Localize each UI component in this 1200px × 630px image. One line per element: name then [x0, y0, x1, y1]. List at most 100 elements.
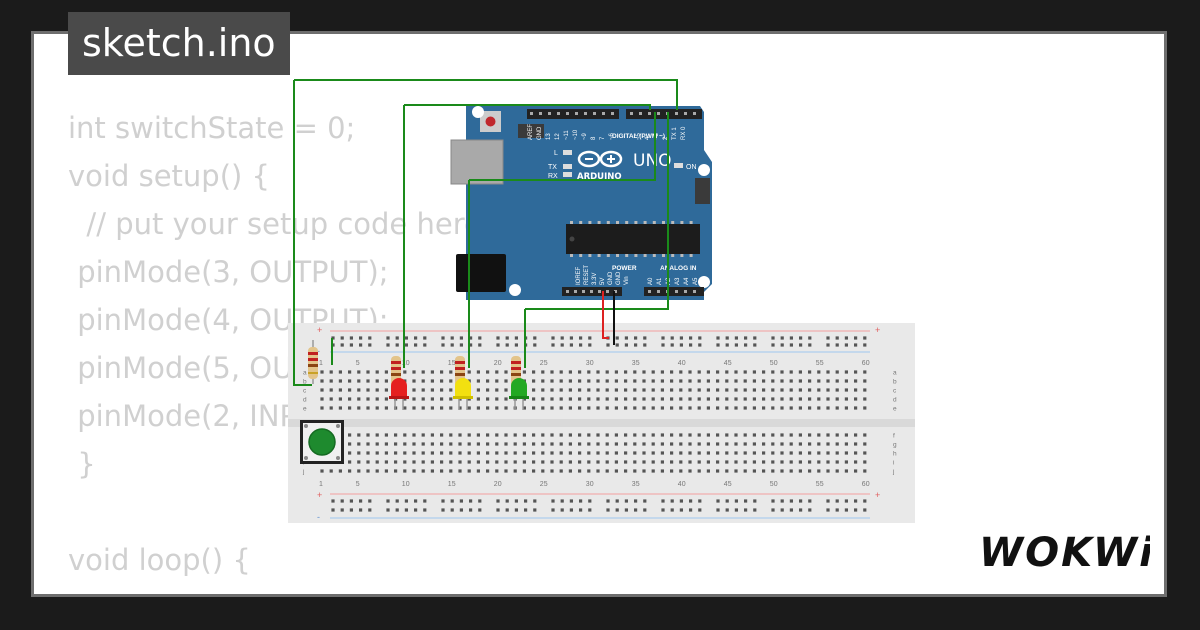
rail-minus-bottom-left: -: [317, 512, 320, 522]
column-number: 1: [319, 360, 323, 367]
row-letter: d: [303, 397, 307, 404]
led-on-indicator: [674, 163, 683, 168]
analog-pin-label: A0: [648, 277, 654, 285]
push-button[interactable]: [300, 420, 344, 464]
column-number: 5: [356, 481, 360, 488]
digital-header-left: [527, 109, 619, 119]
icsp-header: [518, 124, 544, 138]
digital-pin-label: 12: [555, 133, 561, 140]
led-label-l: L: [554, 150, 558, 157]
breadboard-row-letters: aabbccddeeffgghhiijj: [302, 370, 897, 476]
breadboard-center-channel: [288, 419, 915, 427]
column-number: 1: [319, 481, 323, 488]
column-number: 10: [402, 360, 410, 367]
column-number: 45: [724, 360, 732, 367]
power-pin-label: 3.3V: [592, 273, 598, 285]
column-number: 20: [494, 481, 502, 488]
row-letter: i: [893, 460, 894, 467]
digital-pin-label: RX 0: [681, 126, 687, 140]
analog-pin-label: A3: [675, 277, 681, 285]
wire-pin3-red: [404, 104, 651, 110]
column-number: 20: [494, 360, 502, 367]
wire-5v: [602, 291, 609, 339]
digital-pin-label: 7: [600, 136, 606, 140]
column-number: 50: [770, 360, 778, 367]
power-pin-label: RESET: [584, 265, 590, 285]
digital-pin-label: 13: [546, 133, 552, 140]
digital-pin-label: GND: [537, 126, 543, 140]
digital-label: DIGITAL (PWM ~): [612, 133, 665, 140]
arduino-logo-icon: [577, 150, 623, 168]
power-pin-label: 5V: [600, 278, 606, 285]
row-letter: c: [303, 388, 307, 395]
led-yellow[interactable]: [453, 378, 473, 410]
breadboard-column-numbers: 1155101015152020252530303535404045455050…: [319, 360, 870, 488]
digital-pin-label: ~10: [573, 129, 579, 140]
mounting-hole: [698, 164, 710, 176]
row-letter: a: [893, 370, 897, 377]
column-number: 50: [770, 481, 778, 488]
analog-pin-label: A1: [657, 277, 663, 285]
power-pin-label: GND: [616, 271, 622, 285]
column-number: 60: [862, 360, 870, 367]
chip-legs: [570, 221, 693, 257]
column-number: 35: [632, 481, 640, 488]
code-line: // put your main code here, to run repea…: [68, 584, 751, 594]
sketch-title: sketch.ino: [68, 12, 290, 75]
row-letter: j: [302, 469, 304, 476]
led-red[interactable]: [389, 378, 409, 410]
digital-pin-label: ~5: [636, 132, 642, 140]
wire-pin2-button-down: [293, 80, 312, 386]
rail-minus-top-left: -: [317, 346, 320, 356]
digital-pin-label: ~3: [654, 132, 660, 140]
column-number: 40: [678, 481, 686, 488]
digital-pin-label: TX 1: [672, 127, 678, 140]
column-number: 55: [816, 481, 824, 488]
analog-pin-label: A5: [693, 277, 699, 285]
mounting-hole: [698, 276, 710, 288]
digital-header-right: [626, 109, 702, 119]
analog-label: ANALOG IN: [660, 265, 697, 272]
code-line: pinMode(4, OUTPUT);: [68, 303, 389, 337]
wokwi-logo-text: WOKWi: [979, 530, 1150, 576]
code-line: void loop() {: [68, 543, 251, 577]
code-line: }: [68, 447, 96, 481]
row-letter: d: [893, 397, 897, 404]
wire-pin5-green: [525, 112, 669, 310]
row-letter: j: [892, 469, 894, 476]
analog-pin-label: A4: [684, 277, 690, 285]
power-pin-label: GND: [608, 271, 614, 285]
rail-plus-top-left: +: [317, 325, 322, 335]
code-line: void setup() {: [68, 159, 270, 193]
column-number: 30: [586, 481, 594, 488]
wokwi-logo: WOKWi: [979, 530, 1150, 576]
row-letter: f: [893, 433, 895, 440]
row-letter: e: [303, 406, 307, 413]
led-green[interactable]: [509, 378, 529, 410]
reset-button[interactable]: [485, 116, 496, 127]
mounting-hole: [472, 106, 484, 118]
digital-pin-label: AREF: [528, 124, 534, 140]
breadboard: + + - + + - 1155101015152020252530303535…: [288, 323, 915, 523]
column-number: 15: [448, 481, 456, 488]
analog-header: [644, 287, 704, 296]
digital-pin-label: 8: [591, 136, 597, 140]
row-letter: g: [893, 442, 897, 449]
resistor[interactable]: [308, 340, 318, 384]
column-number: 10: [402, 481, 410, 488]
digital-pin-label: 4: [645, 136, 651, 140]
power-pin-label: IOREF: [576, 266, 582, 285]
row-letter: b: [303, 379, 307, 386]
digital-pin-label: ~6: [609, 132, 615, 140]
row-letter: b: [893, 379, 897, 386]
power-label: POWER: [612, 265, 637, 272]
atmega-chip: [566, 224, 700, 254]
row-letter: e: [893, 406, 897, 413]
row-letter: h: [893, 451, 897, 458]
chip-notch: [569, 236, 575, 242]
column-number: 40: [678, 360, 686, 367]
column-number: 35: [632, 360, 640, 367]
led-rx-indicator: [563, 172, 572, 177]
